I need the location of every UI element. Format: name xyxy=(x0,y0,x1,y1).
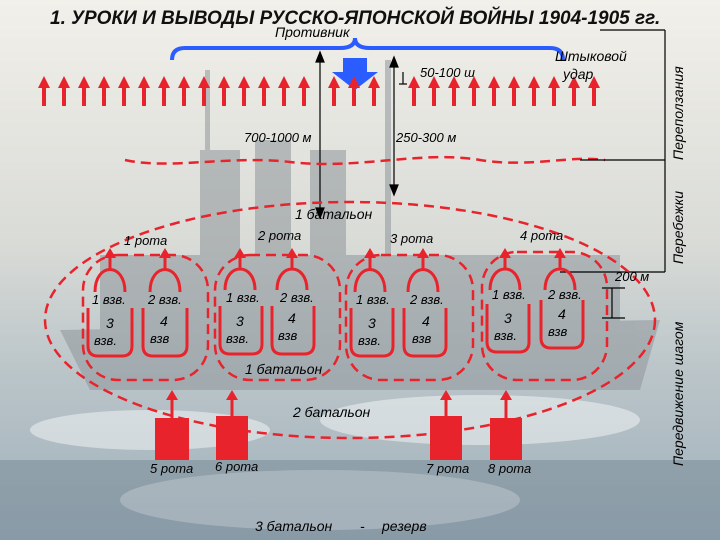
platoon-boxes xyxy=(86,300,585,358)
platoon-squads xyxy=(93,256,577,293)
battalion-3-label: 3 батальон xyxy=(255,518,333,534)
platoon-3-num: 3 xyxy=(504,310,512,326)
bayonet-label-2: удар xyxy=(563,66,594,82)
distance-200: 200 м xyxy=(615,269,650,284)
platoon-3-label: взв. xyxy=(358,333,381,348)
battalion-1-top-label: 1 батальон xyxy=(295,206,373,222)
advance-arrows-row xyxy=(38,76,600,106)
battalion-1-bottom-label: 1 батальон xyxy=(245,361,323,377)
platoon-2-label: 2 взв. xyxy=(548,287,582,302)
company-6-label: 6 рота xyxy=(215,459,259,474)
side-label-dash: Перебежки xyxy=(670,190,686,264)
enemy-label: Противник xyxy=(275,24,350,40)
distance-250-300: 250-300 м xyxy=(396,130,457,145)
enemy-arrow xyxy=(332,58,378,90)
company-8-label: 8 рота xyxy=(488,461,532,476)
sea-dark xyxy=(0,460,720,540)
platoon-1-label: 1 взв. xyxy=(92,292,126,307)
skirmish-line xyxy=(124,155,606,166)
platoon-4-num: 4 xyxy=(288,310,296,326)
platoon-4-label: взв xyxy=(412,331,432,346)
side-bracket xyxy=(560,29,666,319)
platoon-2-label: 2 взв. xyxy=(148,292,182,307)
reserve-label: резерв xyxy=(382,518,427,534)
distance-700-1000: 700-1000 м xyxy=(244,130,312,145)
platoon-4-label: взв xyxy=(278,328,298,343)
reserve-companies xyxy=(155,390,522,460)
platoon-4-num: 4 xyxy=(558,306,566,322)
platoon-4-num: 4 xyxy=(422,313,430,329)
platoon-1-label: 1 взв. xyxy=(492,287,526,302)
platoon-3-num: 3 xyxy=(236,313,244,329)
side-label-crawl: Переползания xyxy=(670,66,686,160)
platoon-2-label: 2 взв. xyxy=(280,290,314,305)
platoon-4-label: взв xyxy=(548,324,568,339)
platoon-4-num: 4 xyxy=(160,313,168,329)
company-3-label: 3 рота xyxy=(390,231,434,246)
side-label-step: Передвижение шагом xyxy=(670,321,686,466)
company-4-label: 4 рота xyxy=(520,228,564,243)
dash-separator: - xyxy=(360,518,365,534)
company-7-label: 7 рота xyxy=(426,461,470,476)
distance-50-100: 50-100 ш xyxy=(420,65,475,80)
platoon-3-label: взв. xyxy=(94,333,117,348)
company-5-label: 5 рота xyxy=(150,461,194,476)
company-groups xyxy=(43,200,657,440)
platoon-3-num: 3 xyxy=(368,315,376,331)
platoon-1-label: 1 взв. xyxy=(356,292,390,307)
platoon-3-label: взв. xyxy=(494,328,517,343)
platoon-3-label: взв. xyxy=(226,331,249,346)
platoon-1-label: 1 взв. xyxy=(226,290,260,305)
sea-waves xyxy=(30,395,640,530)
bayonet-label-1: Штыковой xyxy=(555,48,627,64)
platoon-arrowheads xyxy=(104,248,566,258)
distance-lines xyxy=(315,50,407,220)
platoon-3-num: 3 xyxy=(106,315,114,331)
enemy-brace xyxy=(170,37,565,61)
platoon-4-label: взв xyxy=(150,331,170,346)
platoon-2-label: 2 взв. xyxy=(410,292,444,307)
slide-title: 1. УРОКИ И ВЫВОДЫ РУССКО-ЯПОНСКОЙ ВОЙНЫ … xyxy=(50,8,661,29)
company-2-label: 2 рота xyxy=(258,228,302,243)
battalion-2-label: 2 батальон xyxy=(293,404,371,420)
company-1-label: 1 рота xyxy=(124,233,168,248)
